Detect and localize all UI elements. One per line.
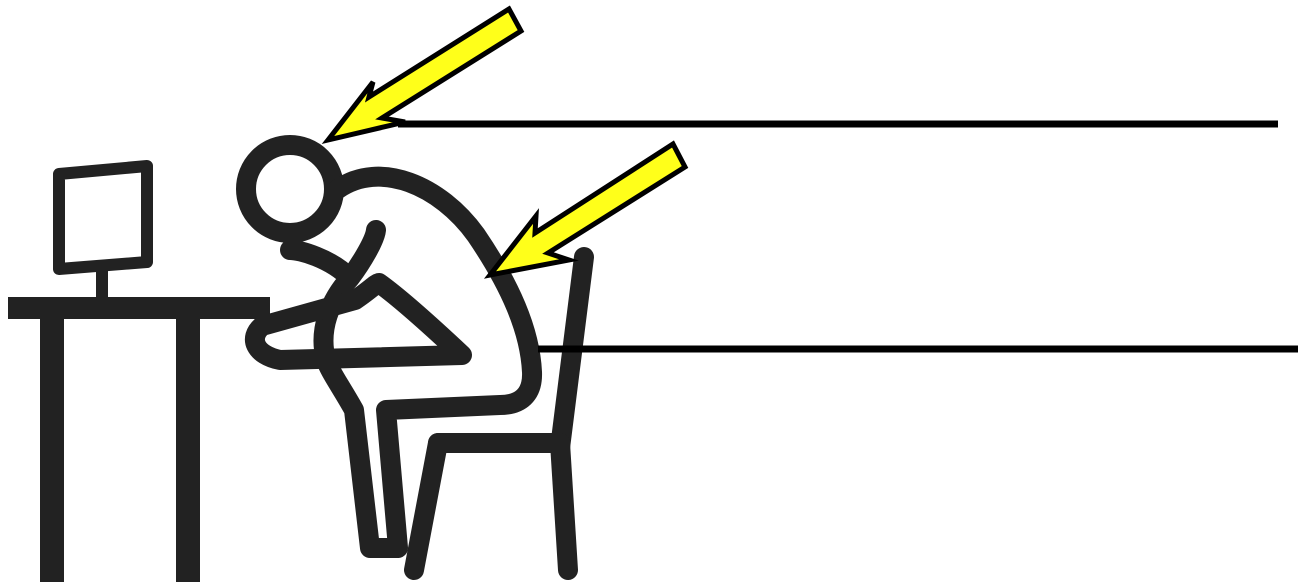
monitor-stand [96, 266, 108, 300]
person [246, 145, 532, 548]
arrow-icon [328, 9, 521, 140]
chair-back-leg [560, 443, 568, 570]
desk-top [8, 297, 270, 319]
desk-leg-left [40, 318, 64, 582]
person-arm [255, 283, 462, 360]
monitor-icon [59, 166, 147, 300]
chair-front-leg [414, 443, 438, 570]
desk [8, 297, 270, 582]
desk-leg-right [176, 318, 200, 582]
person-head [246, 145, 334, 233]
monitor-screen [59, 166, 147, 269]
